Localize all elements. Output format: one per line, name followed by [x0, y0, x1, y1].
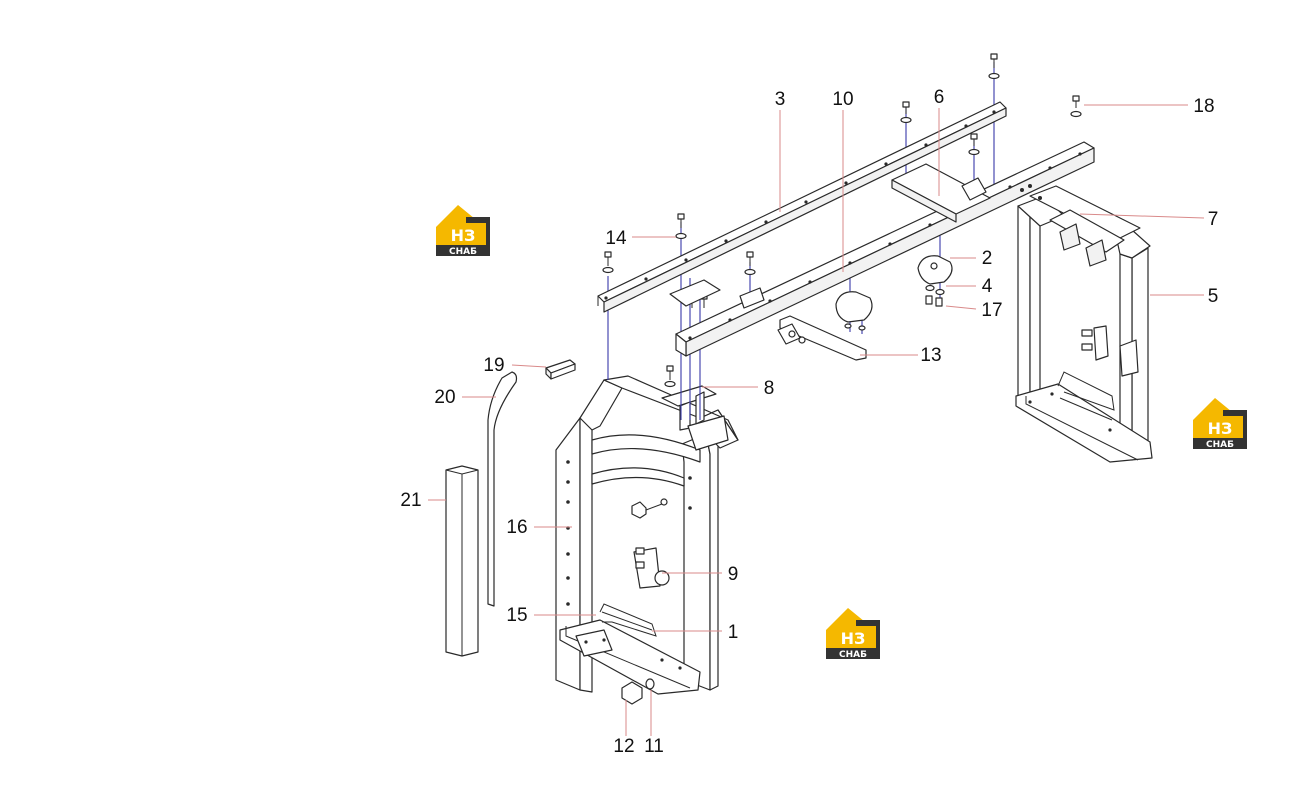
callout-labels: 3 10 6 18 7 14 2 4 17 5 13 19 8 20 21 16…	[400, 87, 1218, 757]
part-19-block	[545, 359, 576, 380]
part-1-handle	[599, 603, 657, 637]
leader-lines	[428, 104, 1205, 736]
callout-14: 14	[605, 228, 627, 249]
logo-letters: НЗ	[451, 226, 476, 245]
lower-clamp	[835, 291, 873, 323]
part-21-pad	[445, 465, 479, 657]
callout-4: 4	[982, 276, 993, 297]
logo-caption: СНАБ	[1206, 440, 1234, 450]
fastener	[631, 498, 668, 519]
callout-5: 5	[1208, 286, 1219, 307]
callout-7: 7	[1208, 209, 1219, 230]
part-10-rail	[675, 141, 1095, 357]
callout-8: 8	[764, 378, 775, 399]
logo-letters: НЗ	[1208, 419, 1233, 438]
brand-logo: НЗ СНАБ	[1193, 398, 1247, 450]
part-2-clamp	[917, 255, 953, 285]
part-20-strip	[487, 371, 518, 607]
part-4-17-nuts	[844, 284, 945, 331]
callout-1: 1	[728, 622, 739, 643]
part-11-12-fasteners	[621, 678, 655, 705]
part-6-crossmember	[891, 163, 991, 223]
logo-caption: СНАБ	[839, 650, 867, 660]
fastener-axes	[607, 62, 995, 420]
callout-19: 19	[483, 355, 504, 376]
callout-11: 11	[644, 736, 664, 757]
brand-logo: НЗ СНАБ	[826, 608, 880, 660]
callout-20: 20	[434, 387, 455, 408]
callout-15: 15	[506, 605, 527, 626]
logo-caption: СНАБ	[449, 247, 477, 257]
rail-brackets	[669, 177, 987, 309]
part-9-hinge	[633, 547, 670, 589]
frame5-fasteners	[1020, 184, 1042, 200]
callout-2: 2	[982, 248, 993, 269]
part-13-strap	[777, 315, 867, 361]
part-5-rear-frame	[1015, 185, 1153, 463]
callout-21: 21	[400, 490, 421, 511]
callout-6: 6	[934, 87, 945, 108]
callout-3: 3	[775, 89, 786, 110]
brand-logo: НЗ СНАБ	[436, 205, 490, 257]
callout-17: 17	[981, 300, 1002, 321]
callout-18: 18	[1193, 96, 1214, 117]
callout-10: 10	[832, 89, 853, 110]
callout-12: 12	[613, 736, 634, 757]
part-16-front-frame	[555, 375, 739, 695]
callout-16: 16	[506, 517, 527, 538]
callout-9: 9	[728, 564, 739, 585]
logo-letters: НЗ	[841, 629, 866, 648]
callout-13: 13	[920, 345, 941, 366]
part-3-rail	[597, 101, 1007, 313]
